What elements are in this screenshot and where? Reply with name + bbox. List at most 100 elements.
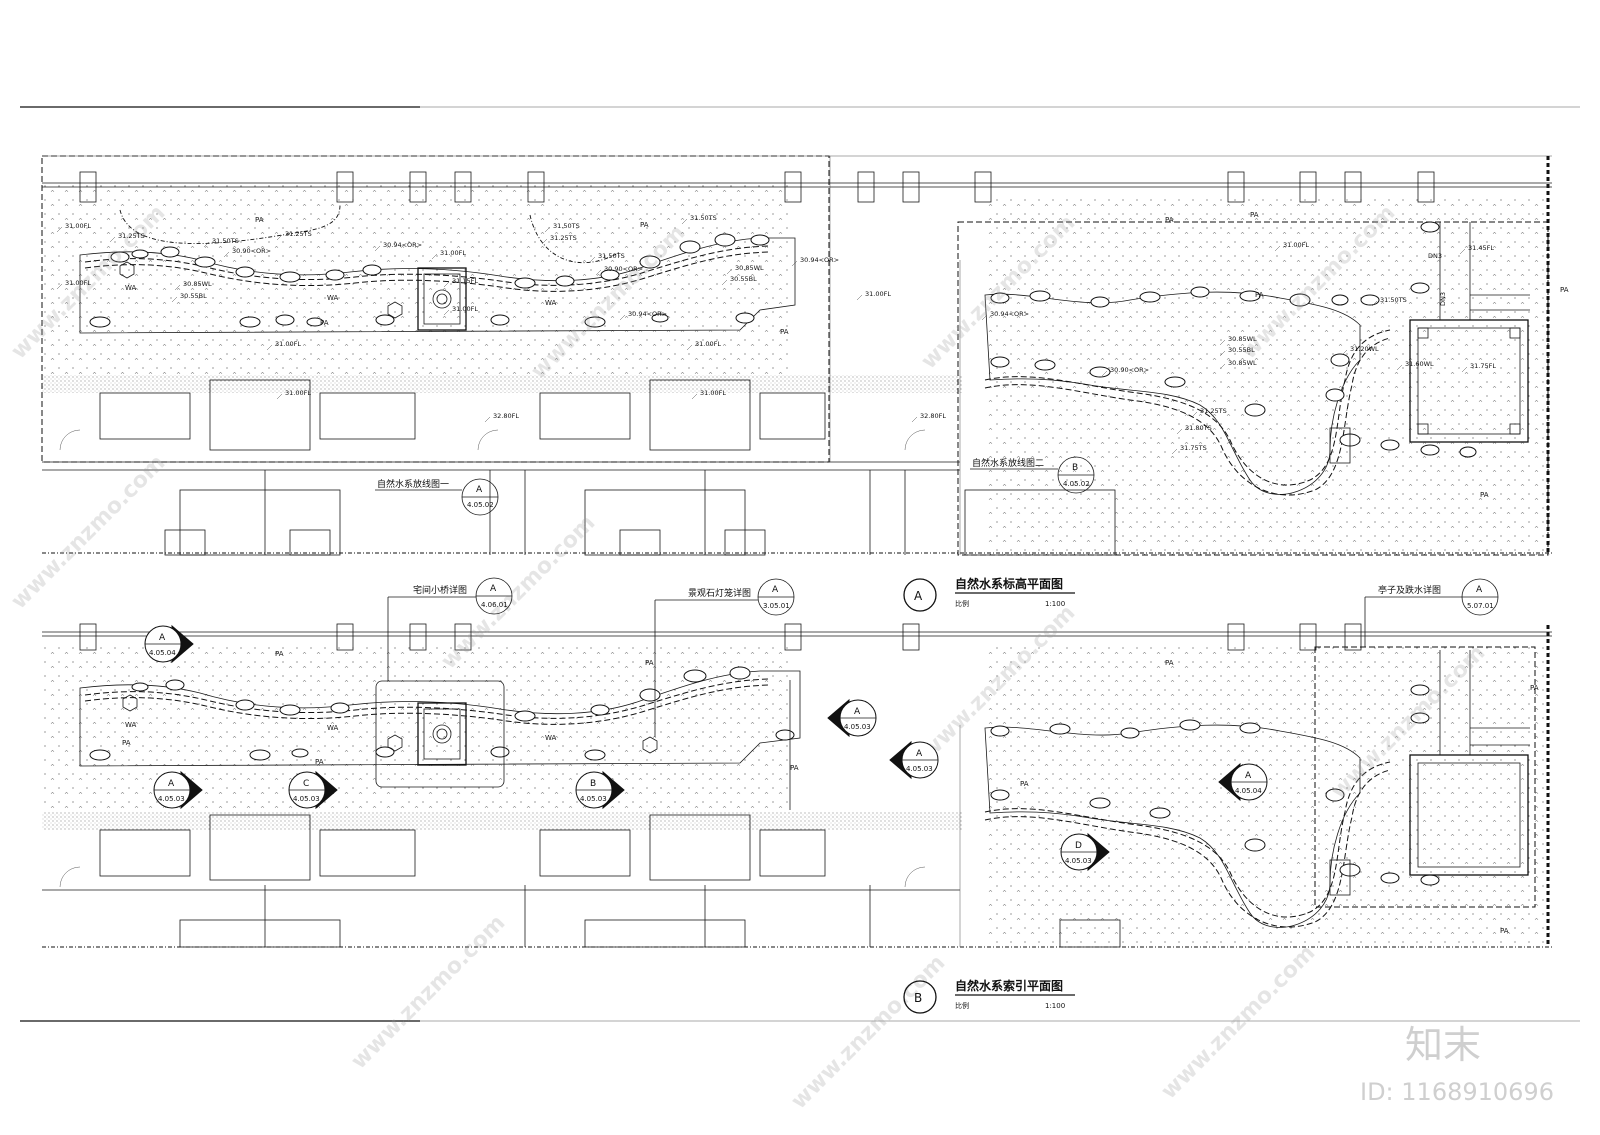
stair-block-a2 [319,392,416,440]
elevation-label: 31.25TS [285,230,312,238]
watermark-text: www.znzmo.com [347,910,511,1074]
section-markers: A4.05.04A4.05.03A4.05.03A4.05.03C4.05.03… [144,624,1268,872]
callout-sheet: 4.06.01 [481,601,508,609]
stair-block-a4 [759,392,826,440]
paving-zone-label: PA [1020,780,1029,788]
section-letter: D [1075,841,1082,851]
elevation-label: 31.00FL [700,389,726,397]
elevation-label: 31.00FL [695,340,721,348]
callout-letter: B [1072,463,1078,473]
lantern-a1 [119,261,135,279]
section-letter: A [159,633,166,643]
elevation-label: 30.55BL [1228,346,1255,354]
elevation-label: 31.50TS [212,237,239,245]
image-id: ID: 1168910696 [1360,1078,1554,1106]
elevation-label: 31.00FL [285,389,311,397]
elevation-label: 31.00FL [865,290,891,298]
elevation-label: 31.00FL [65,222,91,230]
building-outlines-a [164,470,1116,556]
elevation-labels: 31.00FL 31.25TS 31.50TS 31.25TS 30.90<OR> 30.… [56,214,1496,455]
elevation-label: 32.80FL [920,412,946,420]
title-block-b: B 自然水系索引平面图 比例 1:100 [903,978,1075,1014]
elevation-label: 31.60WL [1405,360,1434,368]
paving-zone-label: PA [275,650,284,658]
paving-zone-label: PA [320,319,329,327]
paving-zone-label: PA [1165,216,1174,224]
elevation-label: 31.15FL [452,277,478,285]
rock-edging-b [990,221,1477,458]
paving-zone-label: PA [1500,927,1509,935]
elevation-label: 30.90<OR> [1110,366,1149,374]
callout-sheet: 4.05.02 [467,501,494,509]
lantern-a2 [387,301,403,319]
scale-label: 比例 [955,1001,969,1010]
section-letter: A [168,779,175,789]
bridge-callout-box [375,680,505,788]
water-zone-label: WA [125,284,137,292]
plan-title: 自然水系标高平面图 [955,576,1063,591]
elevation-label: 30.55BL [180,292,207,300]
section-letter: B [590,779,596,789]
water-zone-label: WA [327,724,339,732]
callout-label: 景观石灯笼详图 [688,587,751,599]
bridge-medallion-a [432,289,452,309]
callout-sheet: 3.05.01 [763,602,790,610]
callout-letter: A [476,485,483,495]
section-marker: B4.05.03 [575,770,625,810]
elevation-label: 30.94<OR> [383,241,422,249]
paving-zone-label: PA [255,216,264,224]
paving-zone-label: PA [1250,211,1259,219]
elevation-label: 31.50TS [1380,296,1407,304]
title-marker: A [914,589,923,603]
brand-logo: 知末 [1405,1023,1481,1067]
paving-zone-label: PA [645,659,654,667]
callout-layout-a: 自然水系放线图一 A 4.05.02 [375,478,499,516]
section-sheet: 4.05.03 [1065,857,1092,865]
rock-edging-a [89,233,770,328]
bridge-b [417,702,467,766]
fine-paving-strip-b [42,812,962,830]
section-letter: C [303,779,309,789]
callout-sheet: 5.07.01 [1467,602,1494,610]
rock-edging-c [89,666,795,761]
wall-columns-b [79,623,1362,651]
section-marker: A4.05.04 [1218,762,1268,802]
elevation-label: 31.25TS [1200,407,1227,415]
elevation-label: 31.00FL [1283,241,1309,249]
rock-edging-d [990,684,1440,886]
callout-sheet: 4.05.02 [1063,480,1090,488]
paving-zone-label: PA [1560,286,1569,294]
stair-block-a1 [99,392,191,440]
paving-zone-label: PA [1480,491,1489,499]
paving-zone-label: PA [780,328,789,336]
scale-value: 1:100 [1045,600,1065,608]
callout-letter: A [772,585,779,595]
watermark-text: www.znzmo.com [1157,940,1321,1104]
elevation-label: 31.80TS [1185,424,1212,432]
water-zone-label: WA [545,734,557,742]
elevation-label: 30.85WL [183,280,212,288]
paving-zone-label: PA [122,739,131,747]
elevation-label: 32.80FL [493,412,519,420]
callout-lantern: 景观石灯笼详图 A 3.05.01 [654,578,795,737]
elevation-label: 30.85WL [1228,335,1257,343]
section-sheet: 4.05.04 [149,649,176,657]
callout-label: 亭子及跌水详图 [1378,584,1441,596]
section-marker: A4.05.03 [153,770,203,810]
paving-area-a-right [985,195,1550,555]
fine-paving-strip-a [42,375,962,393]
elevation-label: 30.55BL [730,275,757,283]
pavilion-a [1409,319,1529,443]
elevation-label: 30.85WL [735,264,764,272]
elevation-label: 31.75TS [1180,444,1207,452]
paving-zone-label: PA [315,758,324,766]
elevation-label: 30.90<OR> [232,247,271,255]
water-zone-label: WA [125,721,137,729]
elevation-label: 31.50TS [690,214,717,222]
section-marker: C4.05.03 [288,770,338,810]
title-marker: B [914,991,922,1005]
section-sheet: 4.05.03 [906,765,933,773]
section-sheet: 4.05.04 [1235,787,1262,795]
bridge-a [417,267,467,331]
